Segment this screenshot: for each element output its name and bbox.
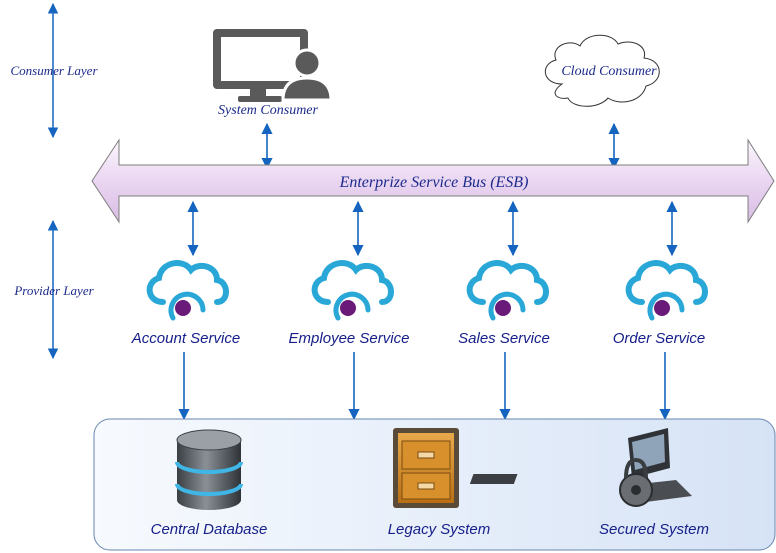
esb-bus bbox=[91, 138, 775, 224]
order-service-label: Order Service bbox=[613, 330, 706, 347]
sales-service-label: Sales Service bbox=[458, 330, 550, 347]
cloud-consumer-label: Cloud Consumer bbox=[561, 64, 657, 79]
backend-label-secured-system: Secured System bbox=[599, 521, 709, 538]
system-consumer-label: System Consumer bbox=[218, 103, 318, 118]
employee-service-cloud-icon bbox=[311, 260, 394, 321]
order-service-cloud-icon bbox=[625, 260, 708, 321]
file-cabinet-icon bbox=[393, 428, 459, 508]
cloud-consumer-shape bbox=[545, 34, 660, 107]
secured-computer-icon bbox=[469, 428, 692, 507]
system-consumer-icon bbox=[213, 29, 333, 102]
backend-label-legacy-system: Legacy System bbox=[388, 521, 491, 538]
employee-service-label: Employee Service bbox=[289, 330, 410, 347]
esb-label: Enterprize Service Bus (ESB) bbox=[339, 174, 529, 191]
sales-service-cloud-icon bbox=[466, 260, 549, 321]
backend-label-central-database: Central Database bbox=[151, 521, 268, 538]
consumer-layer-label: Consumer Layer bbox=[10, 63, 98, 78]
provider-layer-label: Provider Layer bbox=[13, 283, 94, 298]
database-icon bbox=[175, 429, 243, 510]
account-service-label: Account Service bbox=[131, 330, 240, 347]
account-service-cloud-icon bbox=[146, 260, 229, 321]
